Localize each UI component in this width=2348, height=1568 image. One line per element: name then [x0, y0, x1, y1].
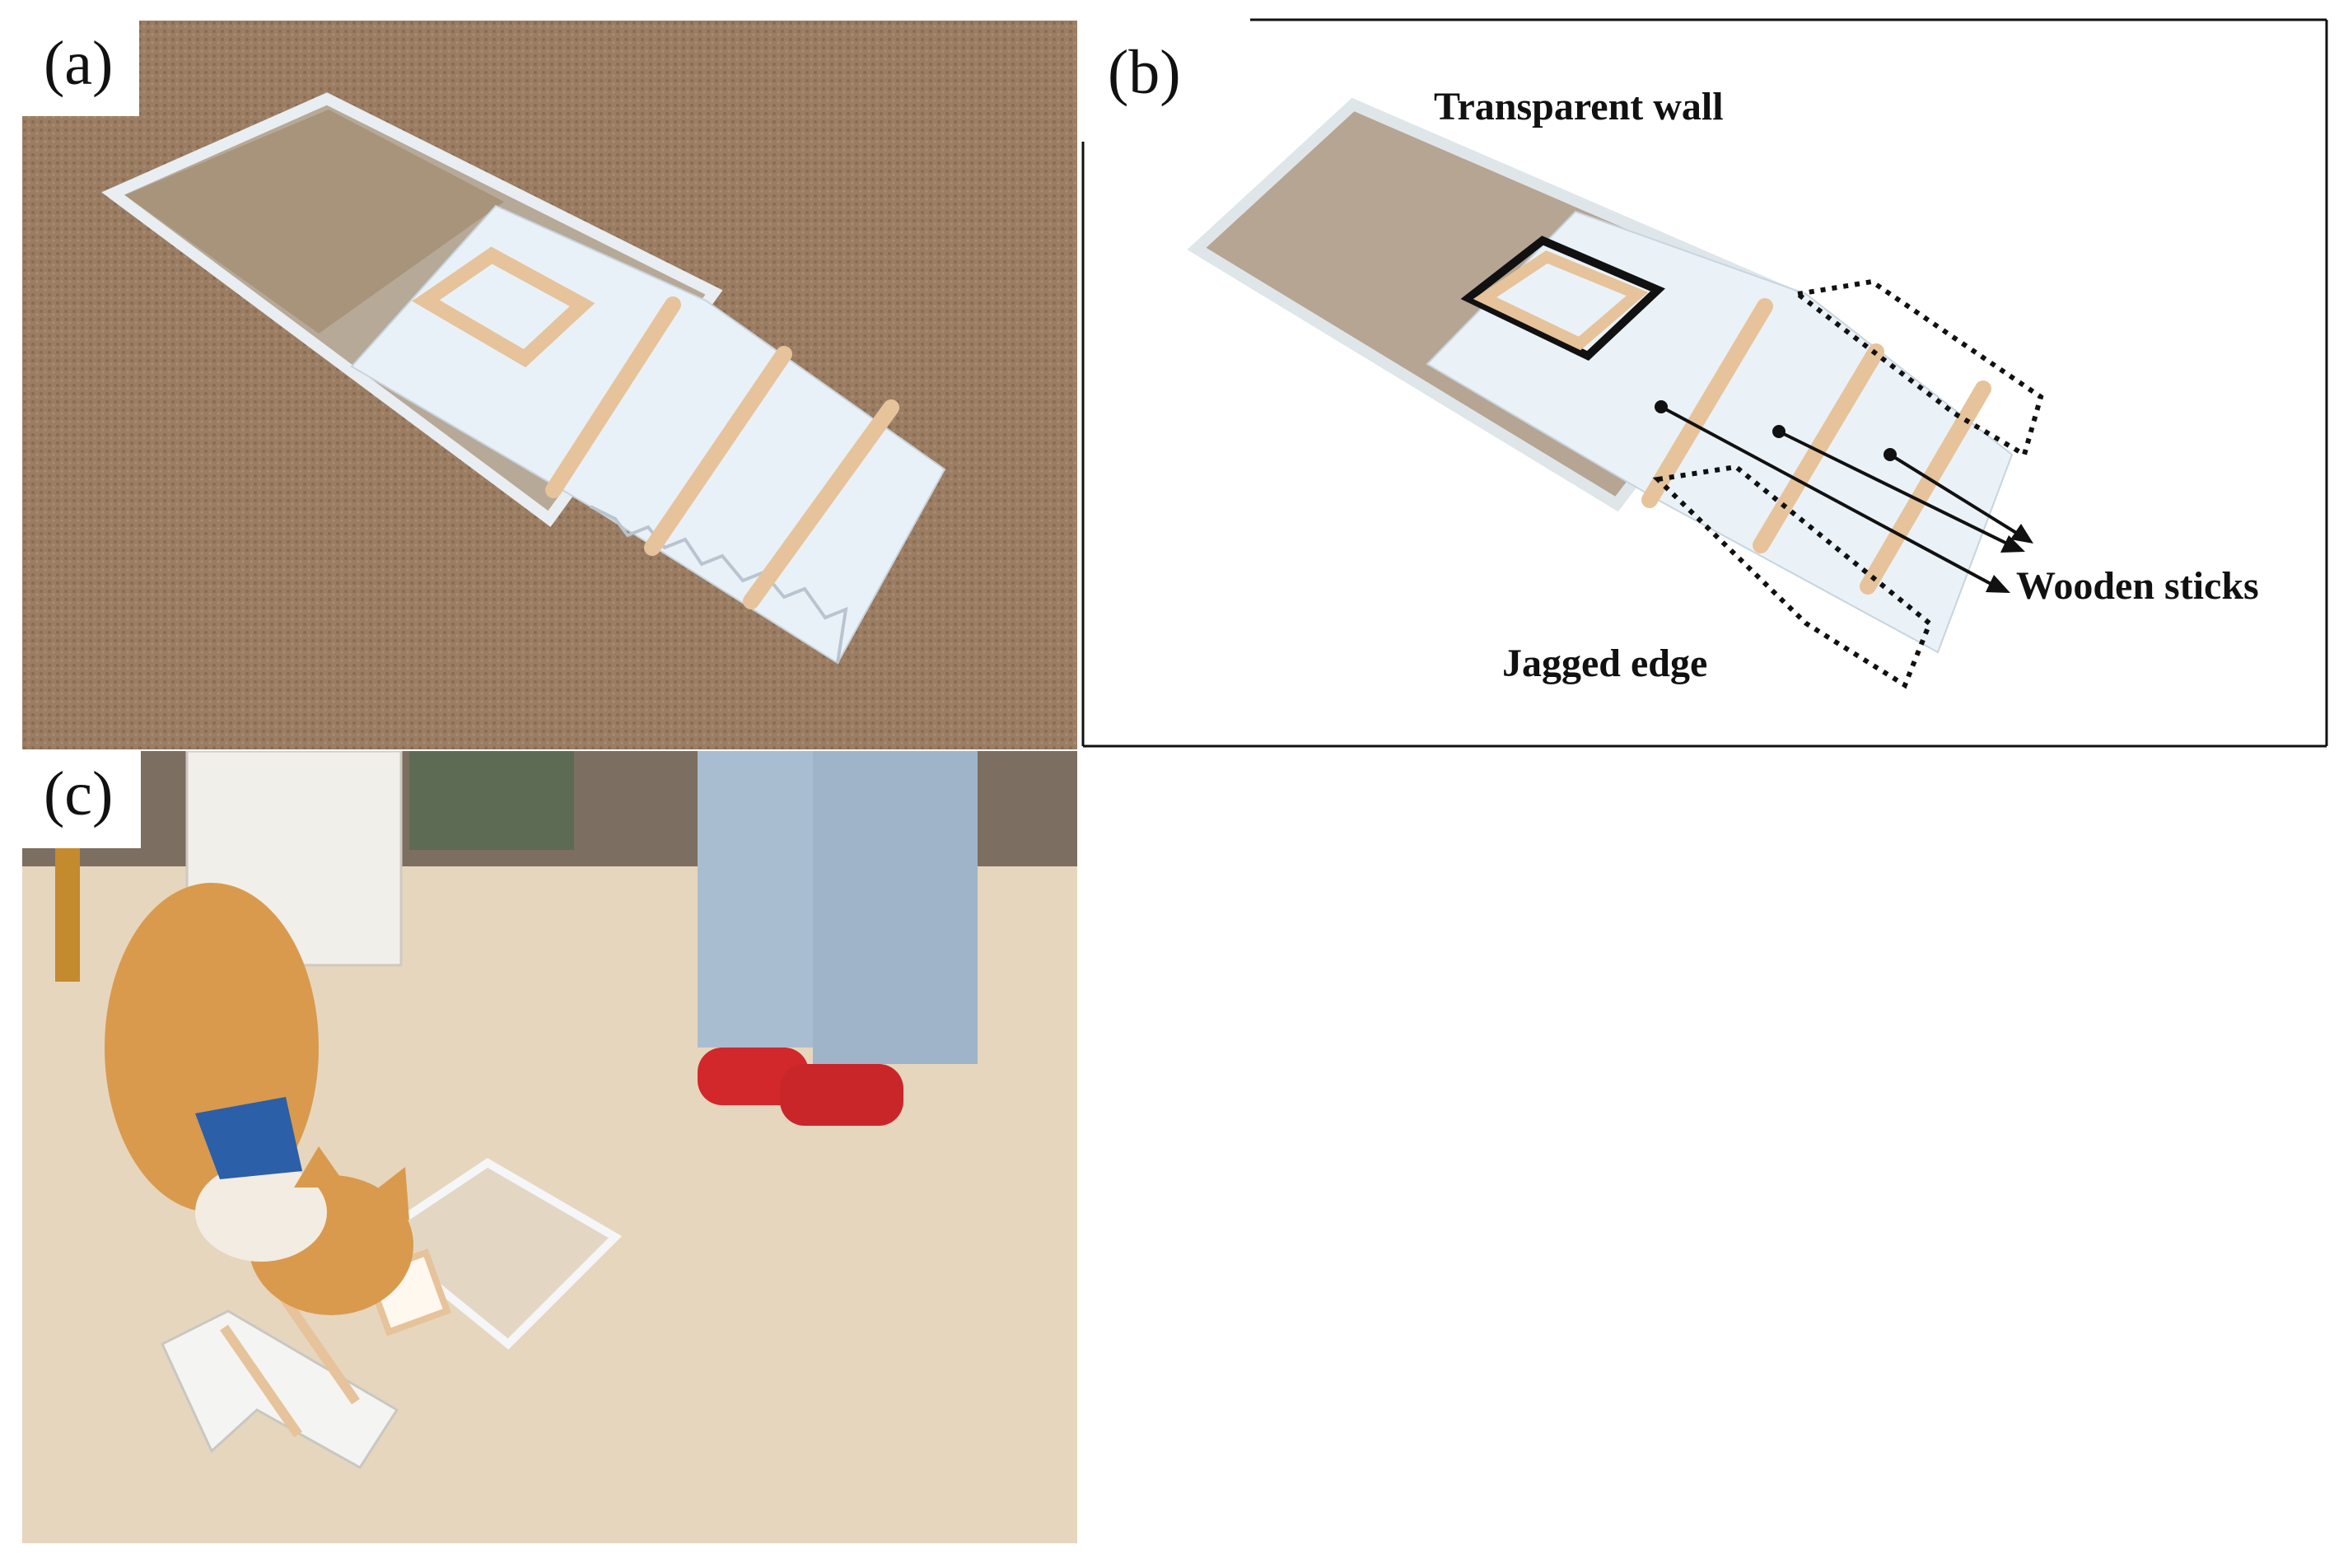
wooden-frame: [412, 246, 595, 368]
wooden-stick-2: [1753, 343, 1884, 553]
arrow-line-1: [1660, 405, 1996, 588]
jagged-edge-box-lower: [1652, 464, 1933, 689]
wooden-stick-2: [644, 346, 792, 556]
wooden-stick-1: [545, 296, 681, 498]
jagged-edge-lower: [590, 505, 848, 664]
apparatus-photo-carpet: [22, 21, 1077, 749]
panel-label-c: (c): [21, 751, 142, 848]
arrow-line-2: [1778, 430, 2011, 547]
panel-a-photo: [22, 21, 1077, 749]
annotation-jagged-edge: Jagged edge: [1502, 642, 1708, 685]
panel-c-photo: [22, 751, 1077, 1543]
transparent-box: [369, 1158, 623, 1350]
white-board: [161, 1309, 399, 1469]
red-shoe-right: [780, 1064, 903, 1126]
wooden-stick-1: [1641, 298, 1773, 508]
arrowhead-3: [2010, 524, 2033, 544]
wooden-stick-1: [220, 1324, 302, 1438]
frame-highlight-outline: [1460, 236, 1665, 361]
arrow-line-3: [1888, 453, 2022, 537]
cat-ear-left: [294, 1146, 348, 1188]
annotation-transparent-wall: Transparent wall: [1434, 85, 1724, 128]
wooden-stick-2: [278, 1291, 360, 1405]
wooden-frame: [1473, 250, 1649, 351]
bag: [409, 751, 574, 850]
jagged-edge-box-upper: [1791, 278, 2044, 459]
person-leg-right: [813, 751, 978, 1064]
cat-bandana: [195, 1097, 302, 1179]
cat-task-photo: [22, 751, 1077, 1543]
panel-label-b: (b): [1099, 41, 1189, 104]
annotation-wooden-sticks: Wooden sticks: [2016, 564, 2259, 608]
arrowhead-2: [2000, 535, 2025, 553]
annotated-apparatus-diagram: [1081, 18, 2328, 748]
wooden-stick-3: [743, 399, 899, 609]
panel-label-a: (a): [21, 21, 140, 116]
arrowhead-1: [1986, 575, 2010, 593]
box-floor-carpet: [125, 110, 504, 334]
panel-b-annotated: [1081, 18, 2328, 748]
cat-ear-right: [368, 1167, 409, 1220]
